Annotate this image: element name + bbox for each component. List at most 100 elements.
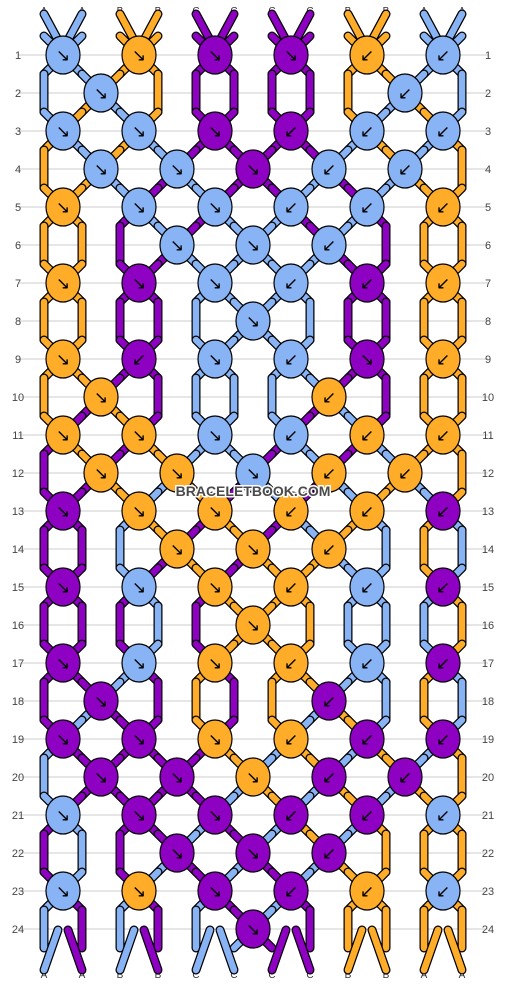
bottom-strand-letter: C (230, 970, 237, 981)
knot-A: ↘ (45, 795, 81, 835)
knot-B: ↙ (349, 491, 385, 531)
knot-ellipse (349, 111, 385, 151)
knot-ellipse (235, 149, 271, 189)
knot-ellipse (349, 871, 385, 911)
knot-arrow: ↘ (132, 122, 146, 142)
thread-B (344, 10, 366, 44)
knot-arrow: ↘ (208, 502, 222, 522)
knot-ellipse (273, 339, 309, 379)
knot-arrow: ↘ (56, 198, 70, 218)
row-label-left: 7 (15, 278, 21, 290)
knot-ellipse (121, 35, 157, 75)
knot-B: ↙ (311, 377, 347, 417)
knot-ellipse (159, 757, 195, 797)
knot-A: ↙ (425, 35, 461, 75)
knot-A: ↙ (349, 643, 385, 683)
knot-ellipse (311, 681, 347, 721)
knot-arrow: ↙ (322, 464, 336, 484)
knot-ellipse (45, 491, 81, 531)
knot-arrow: ↙ (360, 654, 374, 674)
knot-ellipse (197, 643, 233, 683)
knot-arrow: ↘ (132, 806, 146, 826)
knot-C: ↘ (273, 35, 309, 75)
thread-A (40, 926, 62, 974)
row-label-left: 24 (12, 924, 24, 936)
row-label-left: 16 (12, 620, 24, 632)
knot-arrow: ↘ (246, 540, 260, 560)
row-label-right: 10 (482, 392, 494, 404)
row-label-left: 1 (15, 50, 21, 62)
knot-arrow: ↙ (132, 350, 146, 370)
knot-ellipse (349, 187, 385, 227)
knot-B: ↘ (197, 567, 233, 607)
row-label-right: 12 (482, 468, 494, 480)
knot-B: ↙ (273, 567, 309, 607)
knot-arrow: ↘ (246, 616, 260, 636)
knot-arrow: ↙ (436, 274, 450, 294)
bottom-strand-letter: A (79, 970, 86, 981)
bottom-strand-letter: C (192, 970, 199, 981)
knot-C: ↘ (235, 149, 271, 189)
knot-ellipse (121, 111, 157, 151)
knot-A: ↙ (349, 567, 385, 607)
knot-ellipse (45, 719, 81, 759)
knot-ellipse (273, 415, 309, 455)
knot-arrow: ↙ (398, 160, 412, 180)
knot-arrow: ↘ (56, 502, 70, 522)
knot-arrow: ↘ (208, 654, 222, 674)
row-label-left: 5 (15, 202, 21, 214)
knot-arrow: ↙ (284, 274, 298, 294)
knot-C: ↙ (311, 833, 347, 873)
knot-arrow: ↘ (170, 236, 184, 256)
knot-arrow: ↙ (436, 198, 450, 218)
knot-arrow: ↘ (56, 274, 70, 294)
knot-ellipse (273, 871, 309, 911)
knot-ellipse (83, 149, 119, 189)
knot-ellipse (349, 567, 385, 607)
row-label-left: 14 (12, 544, 24, 556)
knot-ellipse (159, 529, 195, 569)
knot-arrow: ↘ (246, 768, 260, 788)
knot-ellipse (425, 263, 461, 303)
thread-A (216, 926, 238, 974)
knot-arrow: ↙ (436, 426, 450, 446)
knot-arrow: ↙ (436, 806, 450, 826)
knot-arrow: ↙ (436, 502, 450, 522)
knot-ellipse (425, 415, 461, 455)
knot-arrow: ↙ (436, 578, 450, 598)
knot-ellipse (235, 909, 271, 949)
bottom-strand-letter: B (345, 970, 352, 981)
knot-ellipse (83, 453, 119, 493)
thread-A (444, 10, 466, 44)
knot-A: ↙ (349, 111, 385, 151)
knot-C: ↘ (197, 35, 233, 75)
knot-arrow: ↙ (284, 806, 298, 826)
bottom-strand-letter: B (383, 970, 390, 981)
knot-arrow: ↙ (436, 350, 450, 370)
row-label-left: 21 (12, 810, 24, 822)
knot-A: ↙ (387, 149, 423, 189)
knot-arrow: ↘ (170, 160, 184, 180)
knot-C: ↙ (425, 643, 461, 683)
knot-arrow: ↘ (132, 654, 146, 674)
knot-ellipse (387, 453, 423, 493)
bottom-strand-letter: C (306, 970, 313, 981)
knot-A: ↘ (83, 73, 119, 113)
knot-B: ↘ (121, 491, 157, 531)
knot-ellipse (349, 491, 385, 531)
knot-arrow: ↘ (246, 312, 260, 332)
knot-arrow: ↘ (246, 844, 260, 864)
knot-ellipse (235, 453, 271, 493)
knot-ellipse (425, 35, 461, 75)
knot-B: ↘ (235, 529, 271, 569)
knot-arrow: ↘ (94, 464, 108, 484)
knot-ellipse (311, 529, 347, 569)
knot-arrow: ↘ (208, 806, 222, 826)
knot-arrow: ↙ (284, 350, 298, 370)
knot-C: ↘ (235, 909, 271, 949)
knot-arrow: ↘ (132, 198, 146, 218)
knot-B: ↘ (235, 757, 271, 797)
row-label-right: 7 (485, 278, 491, 290)
knot-arrow: ↘ (208, 426, 222, 446)
knot-arrow: ↙ (284, 502, 298, 522)
